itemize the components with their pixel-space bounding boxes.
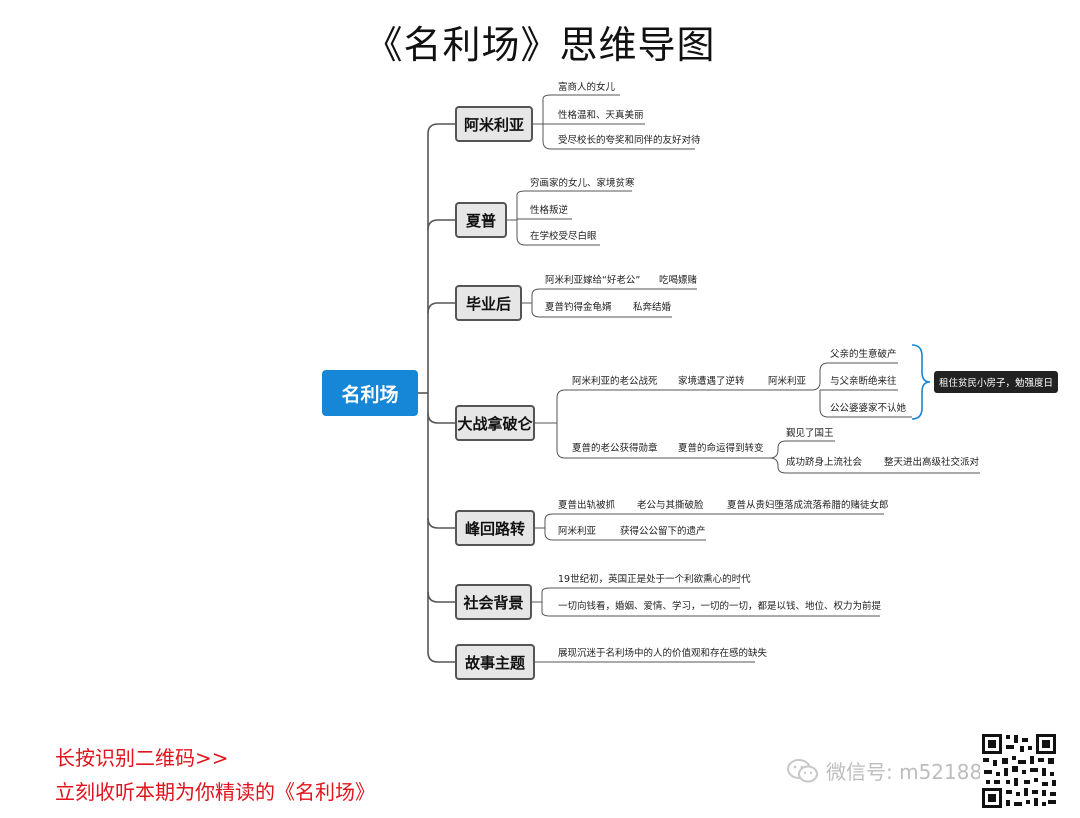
leaf-amelia-3: 受尽校长的夸奖和同伴的友好对待 bbox=[558, 135, 701, 146]
leaf-nap-2c1: 觐见了国王 bbox=[786, 428, 834, 439]
branch-background[interactable]: 社会背景 bbox=[455, 584, 532, 620]
wechat-icon bbox=[787, 758, 818, 782]
promo-line-1: 长按识别二维码>> bbox=[55, 746, 229, 770]
branch-napoleon[interactable]: 大战拿破仑 bbox=[455, 405, 535, 441]
promo-line-2: 立刻收听本期为你精读的《名利场》 bbox=[55, 780, 375, 804]
leaf-bg-2: 一切向钱看，婚姻、爱情、学习，一切的一切，都是以钱、地位、权力为前提 bbox=[558, 601, 882, 612]
leaf-amelia-2: 性格温和、天真美丽 bbox=[558, 110, 644, 121]
leaf-turn-2b: 获得公公留下的遗产 bbox=[620, 526, 706, 537]
leaf-grad-1a: 阿米利亚嫁给“好老公” bbox=[545, 275, 641, 286]
leaf-grad-2b: 私奔结婚 bbox=[633, 302, 672, 313]
qr-code-icon[interactable] bbox=[980, 732, 1058, 810]
leaf-nap-2c3: 整天进出高级社交派对 bbox=[884, 457, 980, 468]
branch-sharp[interactable]: 夏普 bbox=[455, 202, 507, 238]
leaf-turn-1b: 老公与其撕破脸 bbox=[637, 500, 704, 511]
wechat-id: 微信号: m521887 bbox=[826, 760, 995, 784]
leaf-grad-2a: 夏普钓得金龟婿 bbox=[545, 302, 612, 313]
connector-background bbox=[427, 591, 455, 603]
leaf-sharp-1: 穷画家的女儿、家境贫寒 bbox=[530, 178, 635, 189]
leaf-nap-1d3: 公公婆婆家不认她 bbox=[830, 403, 907, 414]
connector-sharp bbox=[427, 219, 455, 231]
leaf-nap-1c: 阿米利亚 bbox=[768, 376, 807, 387]
leaf-nap-1d2: 与父亲断绝来往 bbox=[830, 376, 897, 387]
summary-box: 租住贫民小房子，勉强度日 bbox=[934, 371, 1058, 393]
page-title: 《名利场》思维导图 bbox=[364, 23, 716, 67]
summary-bracket bbox=[911, 344, 931, 420]
branch-amelia[interactable]: 阿米利亚 bbox=[455, 106, 533, 142]
connector-trunk-lower bbox=[427, 393, 455, 663]
leaf-turn-1c: 夏普从贵妇堕落成流落希腊的赌徒女郎 bbox=[727, 500, 889, 511]
connector-graduation bbox=[427, 302, 455, 314]
leaf-theme-1: 展现沉迷于名利场中的人的价值观和存在感的缺失 bbox=[558, 648, 768, 659]
leaf-nap-1b: 家境遭遇了逆转 bbox=[678, 376, 745, 387]
leaf-nap-2a: 夏普的老公获得勋章 bbox=[572, 443, 658, 454]
leaf-sharp-2: 性格叛逆 bbox=[530, 205, 569, 216]
leaf-nap-1a: 阿米利亚的老公战死 bbox=[572, 376, 658, 387]
connector-trunk bbox=[427, 123, 455, 393]
leaf-nap-2b: 夏普的命运得到转变 bbox=[678, 443, 764, 454]
connector-napoleon bbox=[427, 412, 455, 424]
leaf-nap-1d1: 父亲的生意破产 bbox=[830, 349, 897, 360]
leaf-turn-2a: 阿米利亚 bbox=[558, 526, 597, 537]
leaf-grad-1b: 吃喝嫖赌 bbox=[659, 275, 698, 286]
leaf-turn-1a: 夏普出轨被抓 bbox=[558, 500, 616, 511]
connector-turn bbox=[427, 517, 455, 529]
root-node[interactable]: 名利场 bbox=[322, 370, 418, 416]
branch-graduation[interactable]: 毕业后 bbox=[455, 285, 522, 321]
leaf-bg-1: 19世纪初，英国正是处于一个利欲熏心的时代 bbox=[558, 574, 751, 585]
leaf-amelia-1: 富商人的女儿 bbox=[558, 82, 616, 93]
leaf-sharp-3: 在学校受尽白眼 bbox=[530, 231, 597, 242]
wechat-watermark: 微信号: m521887 bbox=[786, 756, 995, 785]
branch-theme[interactable]: 故事主题 bbox=[455, 644, 535, 680]
branch-turn[interactable]: 峰回路转 bbox=[455, 510, 535, 546]
leaf-nap-2c2: 成功跻身上流社会 bbox=[786, 457, 863, 468]
